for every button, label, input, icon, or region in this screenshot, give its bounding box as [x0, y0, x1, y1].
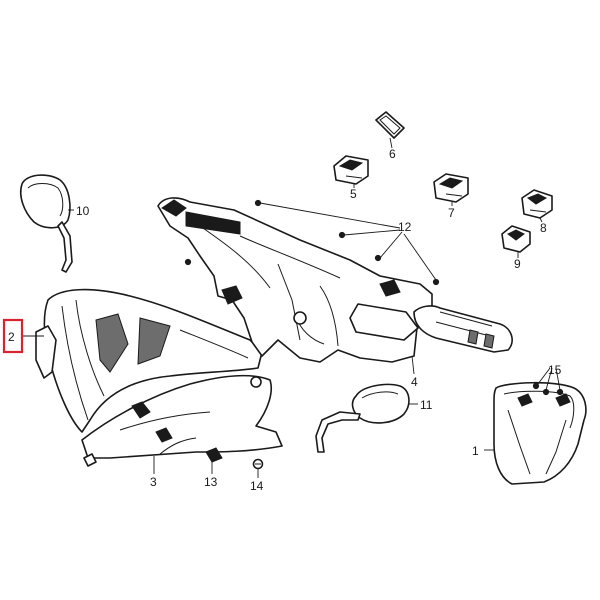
label-2: 2: [8, 330, 15, 344]
screws-12: [184, 199, 440, 286]
label-12: 12: [398, 220, 412, 234]
part-5-switch: [333, 155, 369, 188]
label-7: 7: [448, 206, 455, 220]
part-4-handlebar-assembly: [157, 197, 433, 375]
label-8: 8: [540, 221, 547, 235]
label-10: 10: [76, 204, 90, 218]
label-6: 6: [389, 147, 396, 161]
label-9: 9: [514, 257, 521, 271]
label-1: 1: [472, 444, 479, 458]
right-grip: [413, 305, 513, 353]
part-14-screw: [252, 458, 264, 478]
part-15-clips: [532, 367, 564, 396]
label-15: 15: [548, 363, 562, 377]
label-5: 5: [350, 187, 357, 201]
part-8-switch: [521, 189, 553, 223]
label-4: 4: [411, 375, 418, 389]
part-13-clip: [205, 447, 223, 474]
part-3-front-handlebar-cover: [81, 374, 283, 474]
label-14: 14: [250, 479, 264, 493]
part-6-gasket: [375, 111, 405, 149]
label-3: 3: [150, 475, 157, 489]
part-7-switch: [433, 173, 469, 206]
part-11-right-mirror: [315, 383, 418, 453]
highlight-box: [2, 318, 24, 354]
part-9-switch: [501, 225, 531, 258]
part-10-left-mirror: [19, 174, 74, 273]
part-1-front-cover: [484, 381, 587, 485]
label-11: 11: [420, 398, 433, 412]
label-13: 13: [204, 475, 218, 489]
part-2-rear-handlebar-cover: [35, 288, 263, 433]
